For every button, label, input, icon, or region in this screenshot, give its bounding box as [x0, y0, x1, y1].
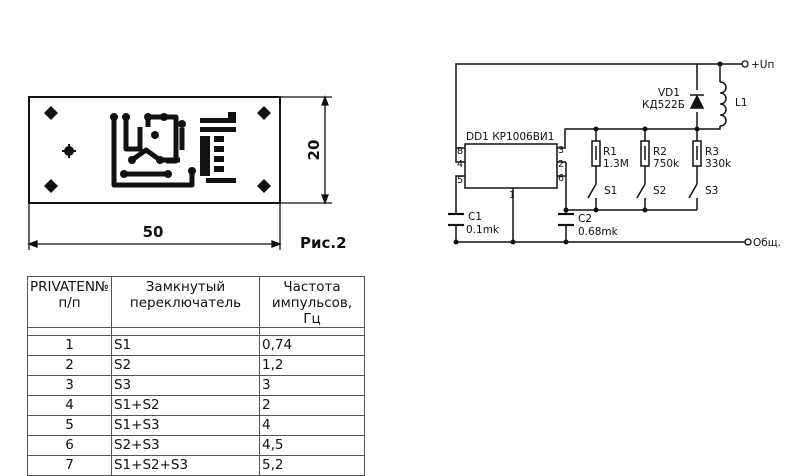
row-frequency: 4 — [258, 415, 366, 436]
pcb-pads — [110, 113, 196, 178]
row-number: 2 — [27, 355, 112, 376]
pcb-dimensions — [27, 95, 332, 250]
row-frequency: 0,74 — [258, 335, 366, 356]
table-header-row: PRIVATEN№ п/п Замкнутый переключатель Ча… — [27, 276, 366, 328]
switch-symbols — [587, 183, 698, 199]
row-number: 5 — [27, 415, 112, 436]
row-switch: S1+S2 — [110, 395, 260, 416]
frequency-table: PRIVATEN№ п/п Замкнутый переключатель Ча… — [27, 276, 366, 476]
junction-dots — [453, 61, 723, 245]
ic-body — [464, 143, 558, 189]
row-number: 1 — [27, 335, 112, 356]
row-frequency: 1,2 — [258, 355, 366, 376]
row-number: 3 — [27, 375, 112, 396]
row-frequency: 4,5 — [258, 435, 366, 456]
table-row: 3 S3 3 — [27, 375, 366, 396]
terminals — [741, 60, 752, 246]
row-frequency: 2 — [258, 395, 366, 416]
row-switch: S2+S3 — [110, 435, 260, 456]
table-row: 7 S1+S2+S3 5,2 — [27, 455, 366, 476]
row-frequency: 3 — [258, 375, 366, 396]
resistor-arrows — [595, 146, 698, 160]
capacitor-symbols — [448, 212, 574, 227]
pcb-board-outline — [28, 96, 281, 204]
row-switch: S2 — [110, 355, 260, 376]
header-frequency: Частота импульсов, Гц — [258, 276, 366, 328]
row-switch: S1 — [110, 335, 260, 356]
table-row: 1 S1 0,74 — [27, 335, 366, 356]
row-switch: S3 — [110, 375, 260, 396]
header-switch: Замкнутый переключатель — [110, 276, 260, 328]
table-row: 4 S1+S2 2 — [27, 395, 366, 416]
row-number: 4 — [27, 395, 112, 416]
resistor-bodies — [591, 140, 702, 167]
table-row: 5 S1+S3 4 — [27, 415, 366, 436]
inductor-symbol — [719, 81, 727, 127]
row-number: 6 — [27, 435, 112, 456]
diode-symbol — [689, 94, 705, 109]
pcb-mount-pads — [44, 106, 271, 193]
header-number: PRIVATEN№ п/п — [27, 276, 112, 328]
row-switch: S1+S3 — [110, 415, 260, 436]
table-row: 2 S2 1,2 — [27, 355, 366, 376]
table-row: 6 S2+S3 4,5 — [27, 435, 366, 456]
pcb-ic-footprint — [200, 112, 236, 183]
